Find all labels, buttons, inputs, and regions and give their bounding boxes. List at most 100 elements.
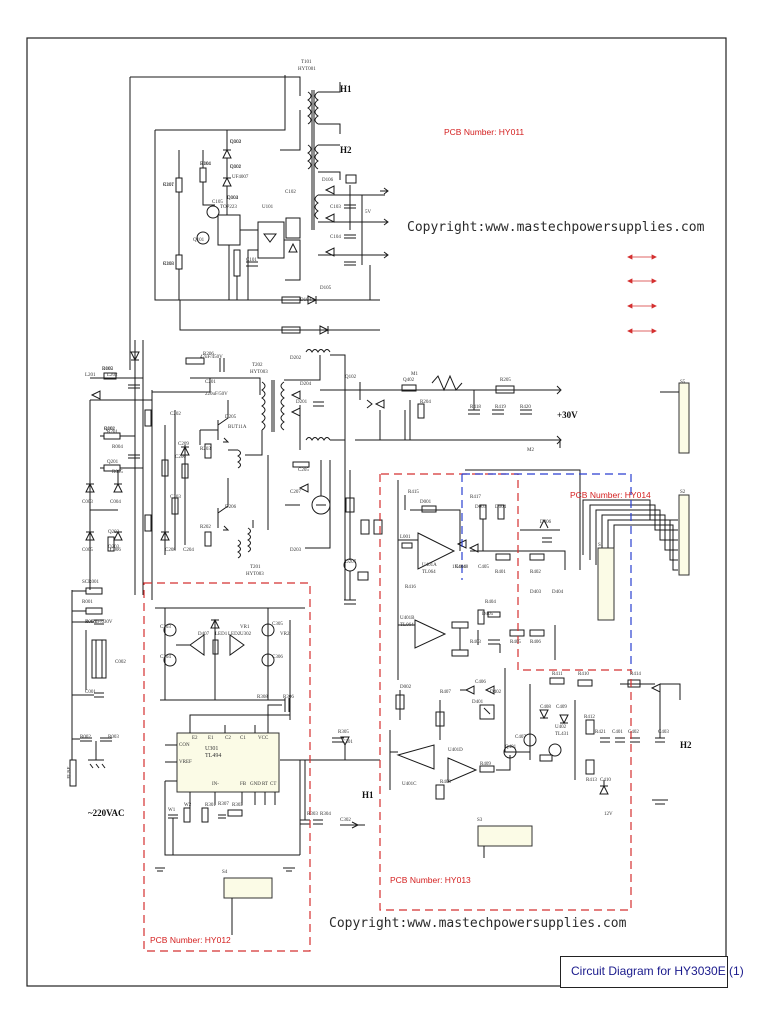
component-d402: D402 [490, 690, 502, 695]
component-led2: LED2 [228, 632, 241, 637]
component-l201: L201 [85, 373, 96, 378]
component-r404: R404 [485, 600, 496, 605]
hy012-control [155, 607, 380, 935]
component-r006: R006 [85, 620, 96, 625]
component-c404: C404 [455, 565, 466, 570]
component-r413: R413 [586, 778, 597, 783]
copyright-top: Copyright:www.mastechpowersupplies.com [407, 220, 705, 235]
pcb-label-hy014: PCB Number: HY014 [570, 490, 651, 500]
u301-pin-ct: CT [270, 782, 277, 787]
u301-pin-vref: VREF [179, 760, 192, 765]
connector-s3: S3 [477, 818, 483, 823]
pcb-label-hy011: PCB Number: HY011 [444, 127, 525, 137]
component-d204: D204 [300, 382, 312, 387]
component-r206: R206 [203, 352, 214, 357]
note-transistor: BUT11A [228, 425, 247, 430]
hy011-circuit [129, 75, 389, 370]
note-12v: 12V [604, 812, 613, 817]
t101-part: HYT001 [298, 67, 316, 72]
u301-pin-con: CON [179, 743, 190, 748]
component-r302: R302 [232, 803, 243, 808]
component-r415: R415 [408, 490, 419, 495]
component-r308: R308 [257, 695, 268, 700]
component-c306: C306 [272, 655, 283, 660]
u101-part: TOP223 [220, 205, 237, 210]
u401d-label: U401D [448, 748, 463, 753]
component-c302: C302 [340, 818, 351, 823]
note-5v: 5V [365, 210, 372, 215]
component-d001: D001 [420, 500, 432, 505]
note-diode-1n: 1N4148 [452, 565, 469, 570]
component-d403: D403 [530, 590, 542, 595]
component-r414: R414 [630, 672, 641, 677]
component-c006: C006 [110, 548, 121, 553]
link-arrows [627, 254, 657, 334]
t202-label: T202 [252, 363, 263, 368]
component-d406: D406 [540, 520, 552, 525]
winding-h1-lower: H1 [362, 790, 374, 800]
component-d202: D202 [290, 356, 302, 361]
component-c201: C201 [205, 380, 216, 385]
component-c406: C406 [475, 680, 486, 685]
u401b-part: TL064 [400, 623, 414, 628]
u301-pin-gnd: GND [250, 782, 261, 787]
component-c402: C402 [628, 730, 639, 735]
component-c208: C208 [165, 548, 176, 553]
copyright-bottom: Copyright:www.mastechpowersupplies.com [329, 916, 627, 931]
component-r405: R405 [510, 640, 521, 645]
component-r005: R005 [112, 470, 123, 475]
component-q101: Q101 [193, 238, 205, 243]
u401c-label: U401C [402, 782, 417, 787]
component-r305: R305 [338, 730, 349, 735]
component-c104: C104 [330, 235, 341, 240]
hy014-hy013-circuit [389, 382, 690, 858]
component-c002: C002 [115, 660, 126, 665]
component-d101: D101 [230, 165, 242, 170]
component-vr1: VR1 [240, 625, 250, 630]
component-r102: R102 [104, 427, 115, 432]
connector-s2: S2 [680, 490, 686, 495]
t101-label: T101 [301, 60, 312, 65]
component-c409: C409 [556, 705, 567, 710]
component-d201: D201 [296, 400, 308, 405]
component-r303: R303 [307, 812, 318, 817]
component-q301: Q301 [104, 427, 116, 432]
component-r002: R002 [80, 735, 91, 740]
t202-part: HYT003 [250, 370, 268, 375]
component-r301: R301 [205, 803, 216, 808]
note-diode-uf: UF4007 [232, 175, 249, 180]
component-c308: C308 [163, 262, 174, 267]
u301-pin-c2: C2 [225, 736, 231, 741]
u301-pin-inm: IN- [212, 782, 219, 787]
component-q303: Q303 [230, 140, 242, 145]
u301-label: U301 [205, 746, 219, 752]
component-d103: D103 [227, 196, 239, 201]
u302-label: U302 [240, 632, 252, 637]
component-r417: R417 [470, 495, 481, 500]
component-c101: C101 [246, 258, 257, 263]
component-c403: C403 [658, 730, 669, 735]
component-d405: D405 [482, 612, 494, 617]
component-r203: R203 [200, 447, 211, 452]
note-cap-b: 220uF/50V [205, 392, 228, 397]
component-q304: Q304 [227, 196, 239, 201]
component-c105: C105 [212, 200, 223, 205]
component-d104: D104 [300, 298, 312, 303]
pcb-label-hy012: PCB Number: HY012 [150, 935, 231, 945]
connector-s1: S1 [598, 543, 604, 548]
component-c202: C202 [170, 412, 181, 417]
component-r001: R001 [82, 600, 93, 605]
component-c205: C205 [298, 468, 309, 473]
component-d401: D401 [472, 700, 484, 705]
note-cap-a: 47uF/450V [200, 355, 223, 360]
component-r204: R204 [420, 400, 431, 405]
u101-label: U101 [262, 205, 274, 210]
component-r406: R406 [530, 640, 541, 645]
component-c004: C004 [110, 500, 121, 505]
meter-m2: M2 [527, 448, 534, 453]
component-r105: R105 [102, 367, 113, 372]
component-c304: C304 [160, 655, 171, 660]
component-c407: C407 [515, 735, 526, 740]
component-d205: D205 [225, 415, 237, 420]
component-d404: D404 [552, 590, 564, 595]
